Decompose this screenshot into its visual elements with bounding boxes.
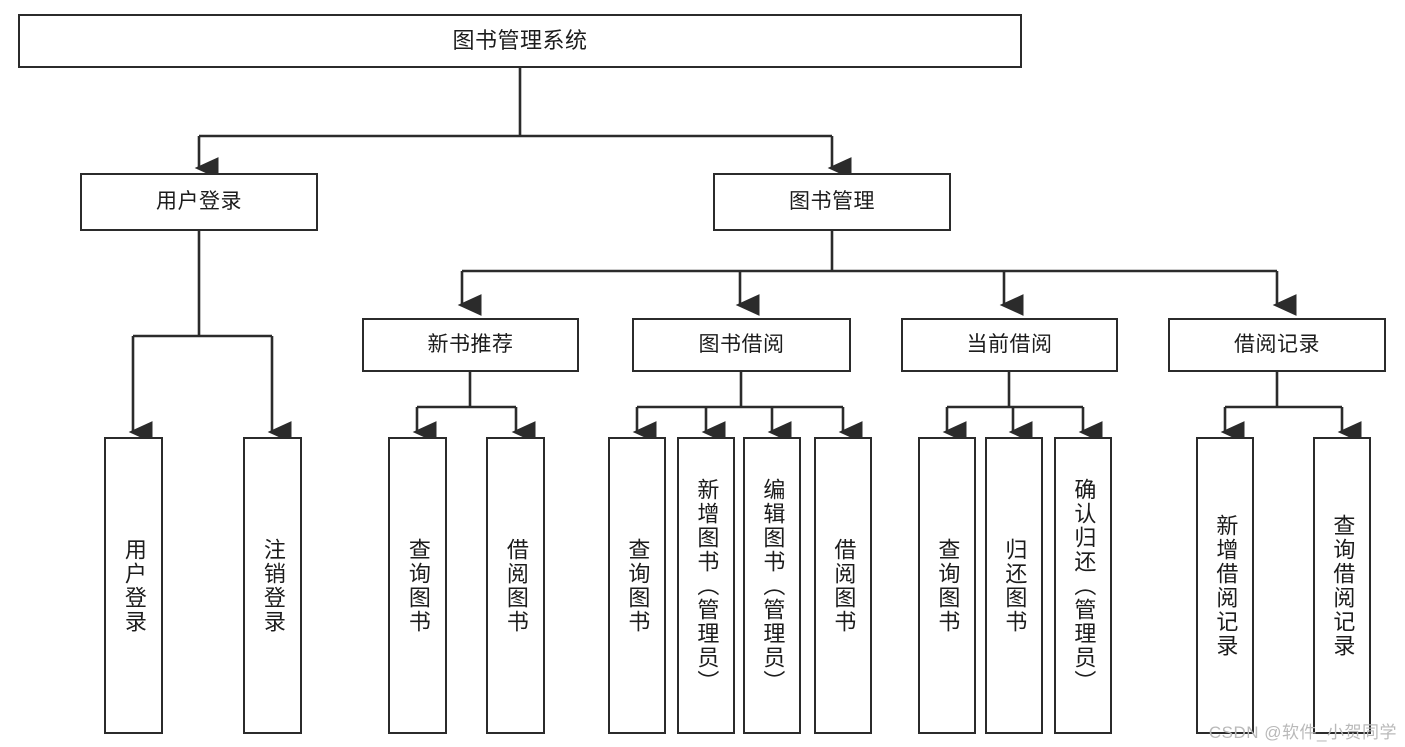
leaf-new-book-borrow[interactable]: 借阅图书	[486, 437, 545, 734]
node-label: 查询图书	[405, 537, 431, 634]
node-label: 查询图书	[625, 537, 651, 634]
node-label: 图书管理系统	[452, 27, 588, 53]
node-label: 新增图书（管理员）	[694, 477, 720, 694]
node-root-system[interactable]: 图书管理系统	[18, 14, 1022, 68]
node-label: 当前借阅	[966, 333, 1053, 357]
leaf-current-borrow-query[interactable]: 查询图书	[918, 437, 976, 734]
leaf-book-borrow-edit[interactable]: 编辑图书（管理员）	[743, 437, 801, 734]
leaf-book-borrow-borrow[interactable]: 借阅图书	[814, 437, 872, 734]
node-label: 注销登录	[260, 537, 286, 634]
node-borrow-record[interactable]: 借阅记录	[1168, 318, 1386, 372]
node-new-book-recommend[interactable]: 新书推荐	[362, 318, 579, 372]
node-label: 借阅记录	[1234, 333, 1320, 357]
node-label: 图书借阅	[698, 333, 785, 357]
node-book-borrow[interactable]: 图书借阅	[632, 318, 851, 372]
node-label: 查询借阅记录	[1330, 513, 1356, 658]
leaf-book-borrow-query[interactable]: 查询图书	[608, 437, 666, 734]
node-current-borrow[interactable]: 当前借阅	[901, 318, 1118, 372]
leaf-user-login-logout[interactable]: 注销登录	[243, 437, 302, 734]
node-label: 查询图书	[935, 537, 961, 634]
node-label: 用户登录	[156, 190, 242, 214]
leaf-book-borrow-add[interactable]: 新增图书（管理员）	[677, 437, 735, 734]
leaf-borrow-record-query[interactable]: 查询借阅记录	[1313, 437, 1371, 734]
node-label: 归还图书	[1002, 537, 1028, 634]
node-label: 借阅图书	[503, 537, 529, 634]
leaf-user-login-login[interactable]: 用户登录	[104, 437, 163, 734]
node-label: 借阅图书	[831, 537, 857, 634]
leaf-current-borrow-confirm-return[interactable]: 确认归还（管理员）	[1054, 437, 1112, 734]
leaf-current-borrow-return[interactable]: 归还图书	[985, 437, 1043, 734]
node-label: 图书管理	[789, 190, 875, 214]
node-book-management[interactable]: 图书管理	[713, 173, 951, 231]
node-label: 新增借阅记录	[1213, 513, 1239, 658]
csdn-watermark: CSDN @软件_小贺同学	[1208, 723, 1397, 742]
node-label: 确认归还（管理员）	[1071, 477, 1097, 694]
node-label: 用户登录	[121, 537, 147, 634]
leaf-borrow-record-add[interactable]: 新增借阅记录	[1196, 437, 1254, 734]
node-label: 编辑图书（管理员）	[760, 477, 786, 694]
leaf-new-book-query[interactable]: 查询图书	[388, 437, 447, 734]
node-label: 新书推荐	[427, 333, 514, 357]
node-user-login[interactable]: 用户登录	[80, 173, 318, 231]
